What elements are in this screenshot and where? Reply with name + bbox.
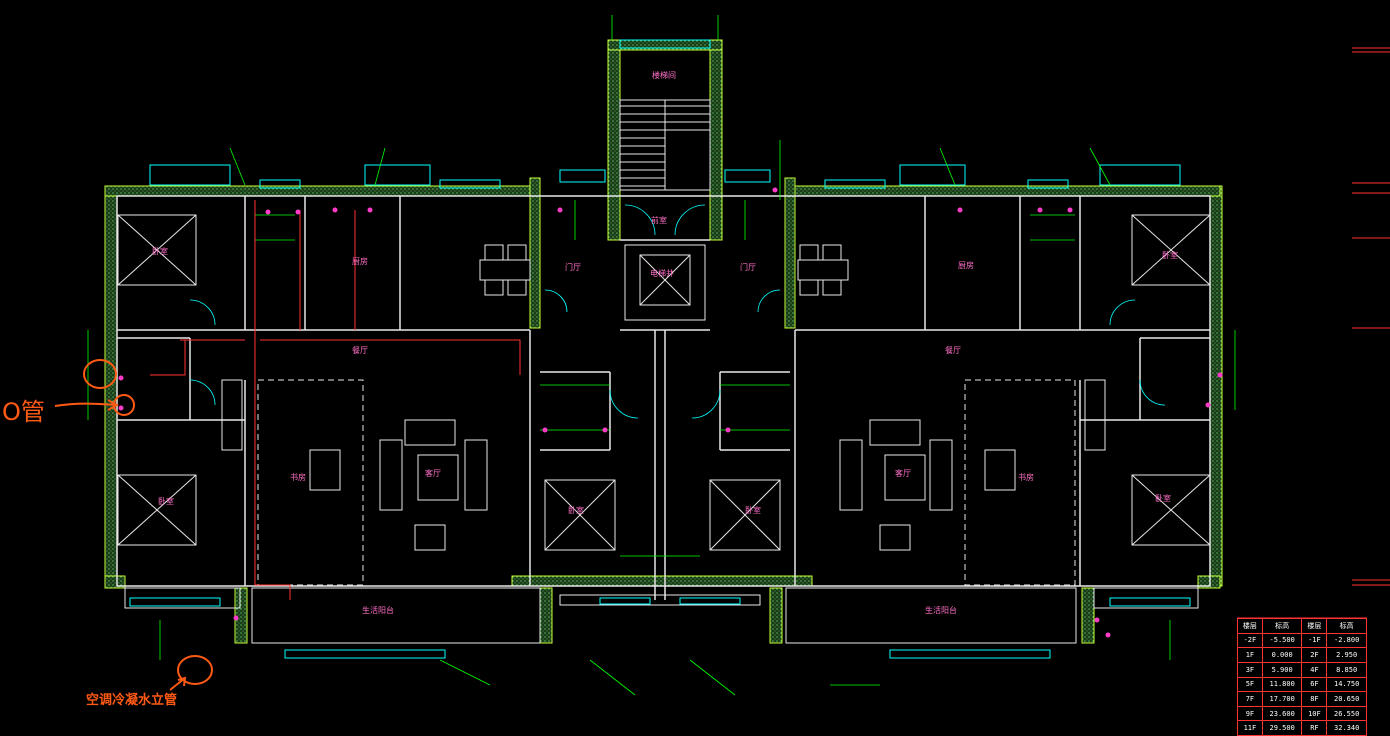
- room-label-bedroom-ne: 卧室: [1162, 251, 1178, 260]
- room-label-kitchen-right: 厨房: [958, 261, 974, 270]
- table-cell: 7F: [1237, 691, 1263, 707]
- elevator: [624, 244, 706, 321]
- exterior-walls: [104, 39, 1223, 644]
- sheet-edge-marks: [1352, 47, 1390, 586]
- room-label-hall-right: 门厅: [740, 263, 756, 272]
- room-label-bedroom-mid-right: 卧室: [745, 506, 761, 515]
- room-label-kitchen-left: 厨房: [352, 257, 368, 266]
- room-label-bedroom-nw: 卧室: [152, 247, 168, 256]
- stair: [619, 99, 711, 191]
- balcony-outlines: [124, 587, 1199, 644]
- room-label-stair: 楼梯间: [652, 71, 676, 80]
- room-label-dining-right: 餐厅: [945, 346, 961, 355]
- interior-walls: [116, 195, 1211, 600]
- table-cell: 10F: [1301, 705, 1328, 722]
- table-cell: -2.800: [1326, 632, 1367, 649]
- room-label-elevator: 电梯井: [650, 269, 674, 278]
- red-pipes: [150, 200, 521, 600]
- table-cell: 17.700: [1261, 691, 1303, 707]
- room-label-study-right: 书房: [1018, 473, 1034, 482]
- elevation-table: 楼层 标高 楼层 标高 -2F -5.500 -1F -2.800 1F 0.0…: [1237, 618, 1367, 736]
- table-cell: 6F: [1301, 676, 1328, 693]
- room-label-bedroom-sw: 卧室: [158, 497, 174, 506]
- table-header-cell: 标高: [1326, 618, 1367, 634]
- o-pipe-circle: [83, 359, 117, 389]
- table-cell: 14.750: [1326, 676, 1367, 693]
- table-cell: -2F: [1237, 632, 1263, 649]
- ac-riser-circle: [177, 655, 213, 685]
- table-header-cell: 楼层: [1237, 618, 1263, 634]
- table-row: 1F 0.000 2F 2.950: [1237, 647, 1367, 663]
- room-label-bedroom-mid-left: 卧室: [568, 506, 584, 515]
- table-cell: 26.550: [1326, 705, 1367, 722]
- table-cell: 9F: [1237, 705, 1263, 722]
- room-label-bedroom-se: 卧室: [1155, 494, 1171, 503]
- table-row: 3F 5.900 4F 8.850: [1237, 661, 1367, 678]
- table-cell: -5.500: [1261, 632, 1303, 649]
- table-cell: 8F: [1301, 691, 1328, 707]
- o-pipe-arrow: [54, 399, 120, 411]
- table-cell: 5.900: [1261, 661, 1303, 678]
- ac-riser-arrow: [169, 676, 187, 691]
- table-row: 9F 23.600 10F 26.550: [1237, 705, 1367, 722]
- room-label-living-right: 客厅: [895, 469, 911, 478]
- table-cell: 2F: [1301, 647, 1328, 663]
- table-cell: 4F: [1301, 661, 1328, 678]
- table-row: 5F 11.800 6F 14.750: [1237, 676, 1367, 693]
- room-label-balcony-left: 生活阳台: [362, 606, 394, 615]
- table-row: -2F -5.500 -1F -2.800: [1237, 632, 1367, 649]
- room-label-balcony-right: 生活阳台: [925, 606, 957, 615]
- table-cell: -1F: [1301, 632, 1328, 649]
- dimension-lines: [87, 15, 1236, 696]
- dashed-zones: [257, 379, 1076, 586]
- table-header-cell: 楼层: [1301, 618, 1328, 634]
- o-pipe-annotation: O管: [2, 398, 45, 426]
- table-cell: 0.000: [1261, 647, 1303, 663]
- table-row: 7F 17.700 8F 20.650: [1237, 691, 1367, 707]
- room-label-dining-left: 餐厅: [352, 346, 368, 355]
- table-cell: RF: [1301, 720, 1328, 736]
- room-label-lobby: 前室: [651, 216, 667, 225]
- table-cell: 3F: [1237, 661, 1263, 678]
- table-cell: 2.950: [1326, 647, 1367, 663]
- table-header-cell: 标高: [1261, 618, 1303, 634]
- table-cell: 32.340: [1326, 720, 1367, 736]
- table-cell: 1F: [1237, 647, 1263, 663]
- room-label-study-left: 书房: [290, 473, 306, 482]
- ac-riser-annotation: 空调冷凝水立管: [86, 693, 178, 708]
- pink-markers: [118, 187, 1223, 638]
- table-cell: 23.600: [1261, 705, 1303, 722]
- furniture: [117, 214, 1211, 551]
- room-label-hall-left: 门厅: [565, 263, 581, 272]
- table-cell: 20.650: [1326, 691, 1367, 707]
- table-cell: 11.800: [1261, 676, 1303, 693]
- table-cell: 29.500: [1261, 720, 1303, 736]
- markup-annotations: [54, 359, 213, 691]
- table-cell: 5F: [1237, 676, 1263, 693]
- room-label-living-left: 客厅: [425, 469, 441, 478]
- table-cell: 8.850: [1326, 661, 1367, 678]
- table-cell: 11F: [1237, 720, 1263, 736]
- table-header-row: 楼层 标高 楼层 标高: [1237, 618, 1367, 634]
- table-row: 11F 29.500 RF 32.340: [1237, 720, 1367, 736]
- windows: [129, 39, 1191, 659]
- door-swings: [189, 204, 1166, 419]
